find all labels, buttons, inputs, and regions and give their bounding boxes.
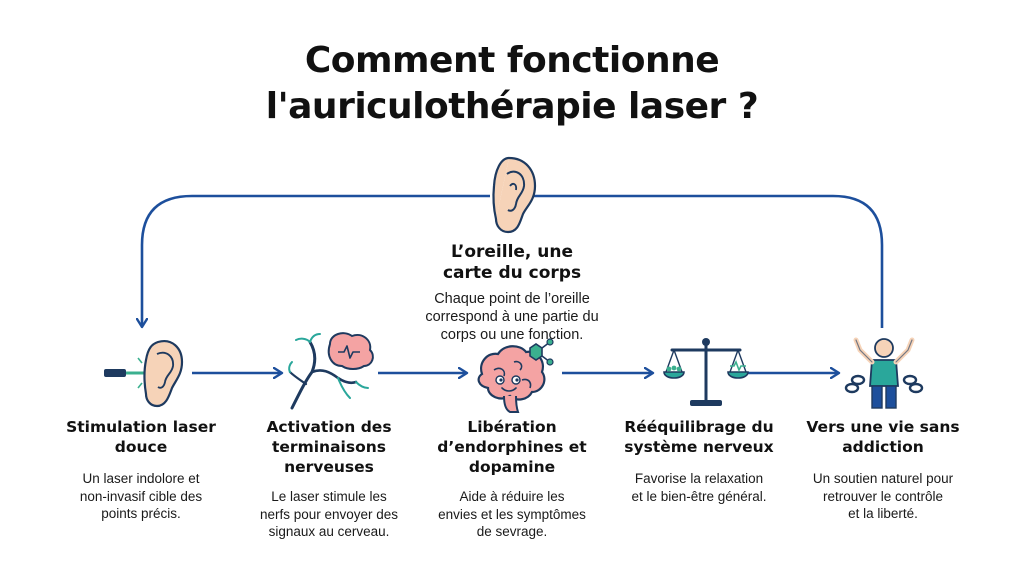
- step-description-line: Aide à réduire les: [459, 489, 565, 504]
- laser-ear-icon: [104, 340, 184, 408]
- step-description-line: non-invasif cible des: [79, 488, 203, 504]
- step-3-heading: Libération d’endorphines et dopamine: [427, 417, 597, 477]
- step-description-line: de sevrage.: [476, 524, 548, 539]
- step-description-line: Favorise la relaxation: [634, 471, 764, 486]
- step-description-line: et la liberté.: [848, 506, 918, 521]
- nerve-brain-icon: [288, 332, 374, 410]
- step-2-description: Le laser stimule les nerfs pour envoyer …: [240, 488, 418, 541]
- page-title: Comment fonctionne l'auriculothérapie la…: [0, 38, 1024, 130]
- step-heading-line: système nerveux: [624, 438, 774, 456]
- step-heading-line: addiction: [842, 438, 924, 456]
- step-heading-line: Vers une vie sans: [806, 418, 960, 436]
- center-description: Chaque point de l’oreille correspond à u…: [402, 290, 622, 344]
- step-description-line: retrouver le contrôle: [822, 488, 944, 504]
- step-3-description: Aide à réduire les envies et les symptôm…: [422, 488, 602, 541]
- step-description-line: envies et les symptômes: [438, 506, 586, 522]
- step-description-line: Un laser indolore et: [82, 471, 200, 486]
- step-1-description: Un laser indolore et non-invasif cible d…: [56, 470, 226, 523]
- center-description-line: corps ou une fonction.: [440, 327, 584, 343]
- step-description-line: et le bien-être général.: [631, 488, 767, 504]
- step-description-line: Un soutien naturel pour: [812, 471, 954, 486]
- step-2-heading: Activation des terminaisons nerveuses: [244, 417, 414, 477]
- step-heading-line: Rééquilibrage du: [624, 418, 774, 436]
- step-description-line: Le laser stimule les: [271, 489, 387, 504]
- center-description-line: correspond à une partie du: [425, 309, 599, 325]
- loop-arrow: [142, 194, 884, 328]
- step-5-description: Un soutien naturel pour retrouver le con…: [794, 470, 972, 523]
- step-heading-line: Stimulation laser: [66, 418, 216, 436]
- step-heading-line: Libération: [467, 418, 557, 436]
- broken-chain-person-icon: [844, 337, 924, 409]
- balance-scale-icon: [663, 338, 749, 406]
- title-line-2: l'auriculothérapie laser ?: [265, 86, 759, 127]
- step-description-line: signaux au cerveau.: [268, 524, 390, 539]
- center-heading: L’oreille, une carte du corps: [412, 242, 612, 284]
- brain-molecule-icon: [477, 338, 554, 413]
- step-description-line: points précis.: [101, 506, 181, 521]
- step-heading-line: dopamine: [468, 458, 556, 476]
- step-heading-line: d’endorphines et: [437, 438, 587, 456]
- step-4-description: Favorise la relaxation et le bien-être g…: [610, 470, 788, 505]
- title-line-1: Comment fonctionne: [304, 40, 720, 81]
- step-1-heading: Stimulation laser douce: [56, 417, 226, 457]
- center-heading-line: L’oreille, une: [450, 242, 574, 262]
- step-heading-line: douce: [114, 438, 168, 456]
- step-description-line: nerfs pour envoyer des: [259, 506, 399, 522]
- step-5-heading: Vers une vie sans addiction: [796, 417, 970, 457]
- center-description-line: Chaque point de l’oreille: [434, 291, 590, 307]
- step-4-heading: Rééquilibrage du système nerveux: [614, 417, 784, 457]
- step-heading-line: Activation des: [266, 418, 392, 436]
- center-heading-line: carte du corps: [442, 263, 582, 283]
- ear-icon: [492, 156, 537, 234]
- step-heading-line: nerveuses: [284, 458, 374, 476]
- step-heading-line: terminaisons: [272, 438, 386, 456]
